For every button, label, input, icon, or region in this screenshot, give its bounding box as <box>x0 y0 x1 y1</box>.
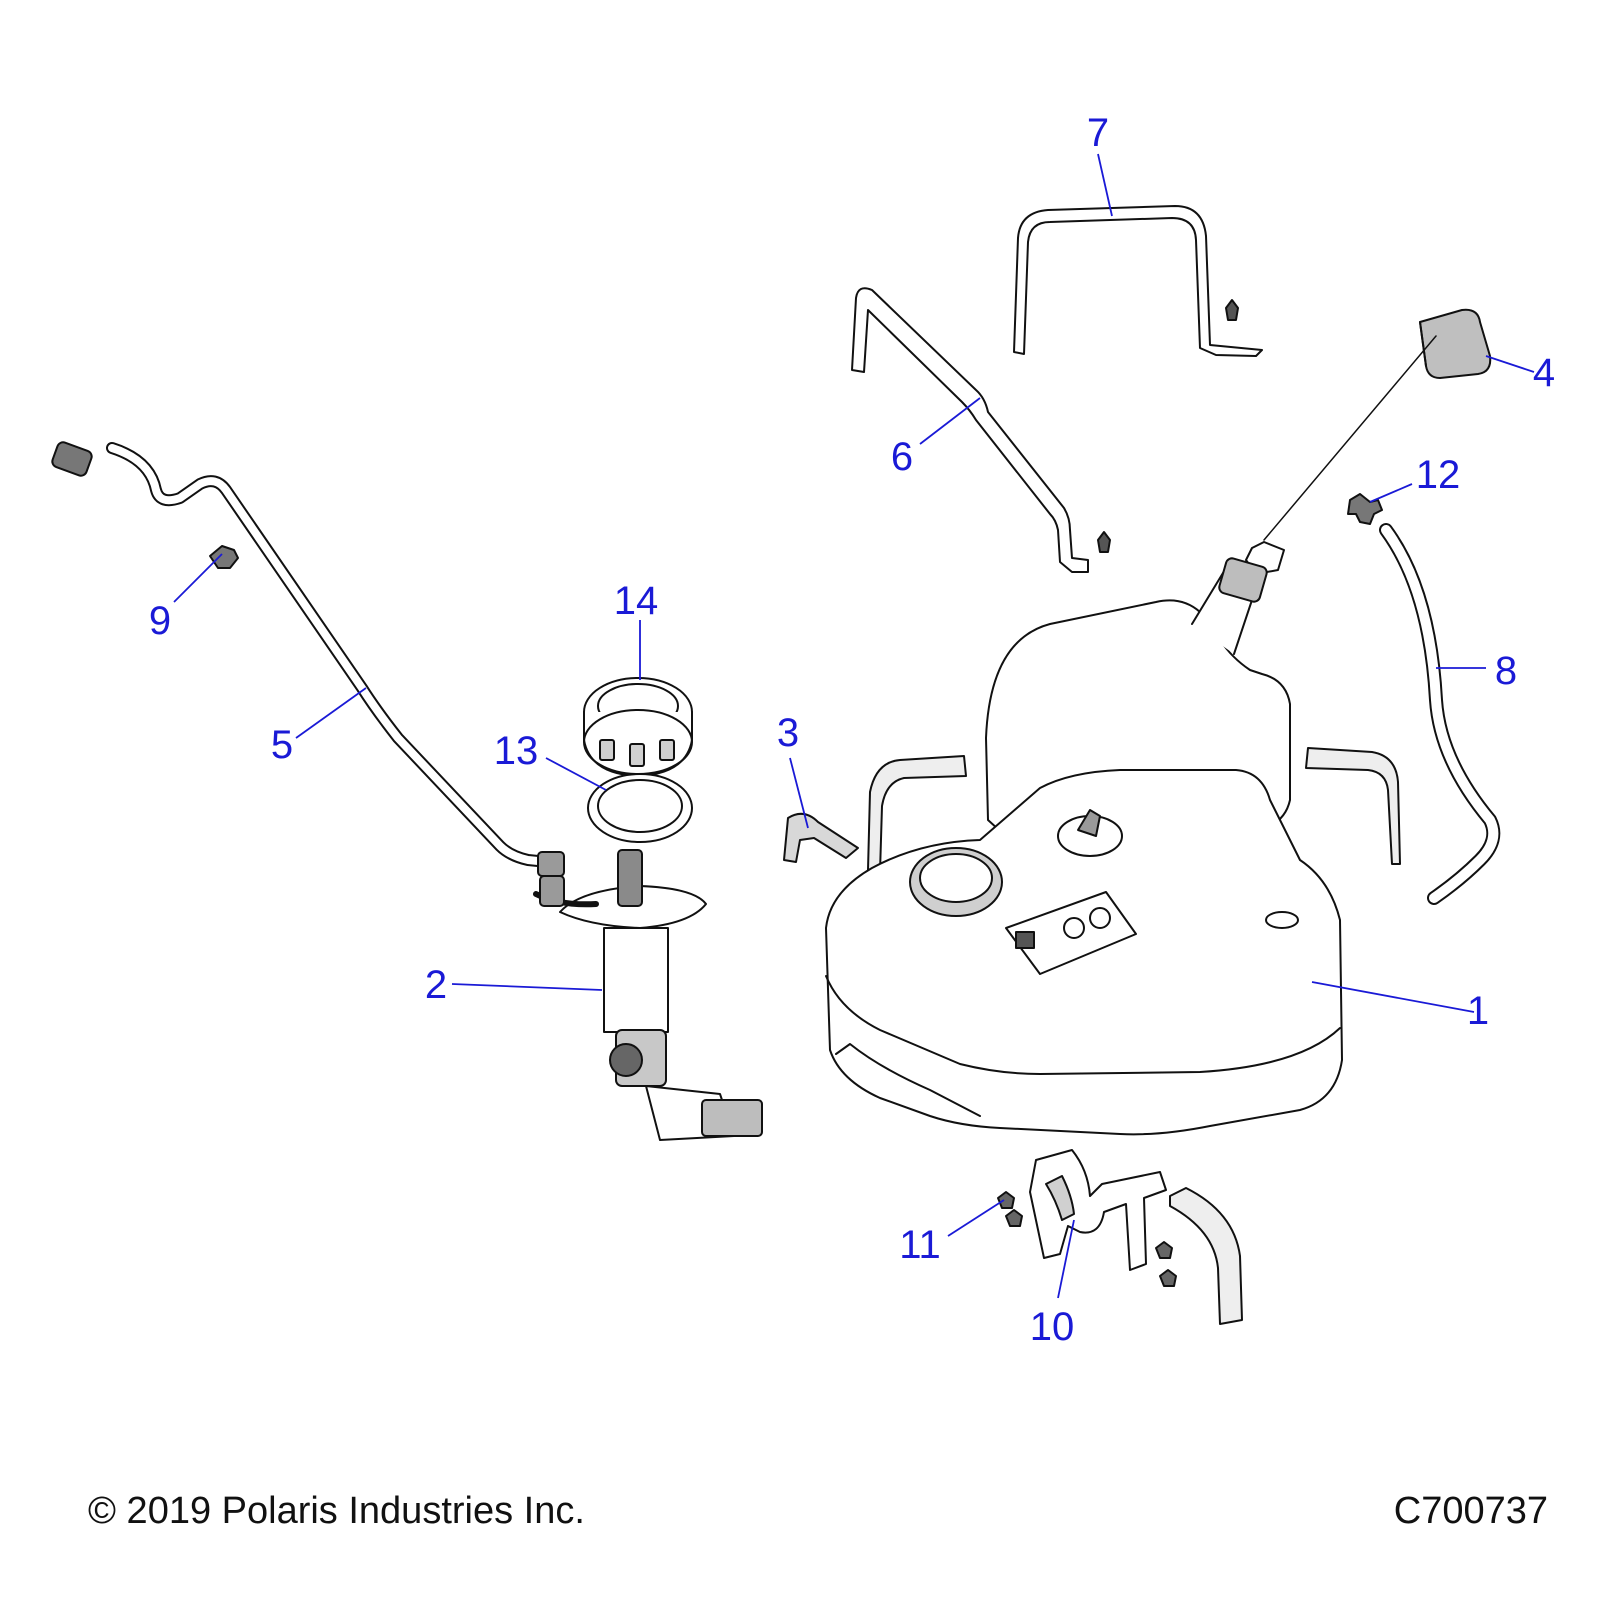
leader-line-12 <box>1369 483 1413 503</box>
leader-line-4 <box>1485 355 1535 373</box>
part-tank-strap-rear <box>1013 205 1263 357</box>
copyright-notice: © 2019 Polaris Industries Inc. <box>88 1490 585 1532</box>
leader-line-6 <box>919 397 981 445</box>
callout-11: 11 <box>899 1223 941 1267</box>
leader-line-13 <box>545 757 607 791</box>
part-lock-ring <box>583 677 693 777</box>
leader-line-10 <box>1057 1219 1075 1299</box>
callout-1: 1 <box>1467 989 1489 1033</box>
part-vent-hose <box>1379 523 1501 905</box>
drawing-number: C700737 <box>1393 1490 1548 1532</box>
part-vent-fitting <box>1347 493 1383 525</box>
part-bracket-bolts <box>997 1191 1177 1287</box>
part-fuel-tank <box>825 557 1343 1136</box>
part-tank-strap-diagonal <box>851 287 1111 573</box>
part-fuel-pump-assembly <box>533 849 763 1141</box>
callout-5: 5 <box>271 723 293 767</box>
callout-8: 8 <box>1495 649 1517 693</box>
callout-7: 7 <box>1087 111 1109 155</box>
leader-line-9 <box>173 553 223 603</box>
part-fuel-line <box>51 441 565 877</box>
leader-line-3 <box>789 757 809 829</box>
callout-4: 4 <box>1533 351 1555 395</box>
callout-13: 13 <box>494 729 539 773</box>
part-side-pad-right <box>1305 747 1401 865</box>
part-tank-pad <box>783 812 859 863</box>
part-side-pad-left <box>867 755 967 873</box>
callout-3: 3 <box>777 711 799 755</box>
part-hose-clip <box>209 545 239 569</box>
callout-12: 12 <box>1416 453 1461 497</box>
part-side-pad-lower <box>1169 1187 1243 1325</box>
leader-line-5 <box>295 687 367 739</box>
callout-9: 9 <box>149 599 171 643</box>
part-mounting-bracket <box>1029 1149 1167 1271</box>
callout-10: 10 <box>1030 1305 1075 1349</box>
callout-14: 14 <box>614 579 659 623</box>
leader-line-2 <box>451 983 603 991</box>
leader-lines <box>173 153 1535 1299</box>
callout-2: 2 <box>425 963 447 1007</box>
leader-line-11 <box>947 1199 1005 1237</box>
callout-6: 6 <box>891 435 913 479</box>
part-pump-seal-gasket <box>587 773 693 843</box>
part-fuel-cap-with-tether <box>1245 308 1492 575</box>
leader-line-1 <box>1311 981 1475 1013</box>
leader-line-7 <box>1097 153 1113 217</box>
